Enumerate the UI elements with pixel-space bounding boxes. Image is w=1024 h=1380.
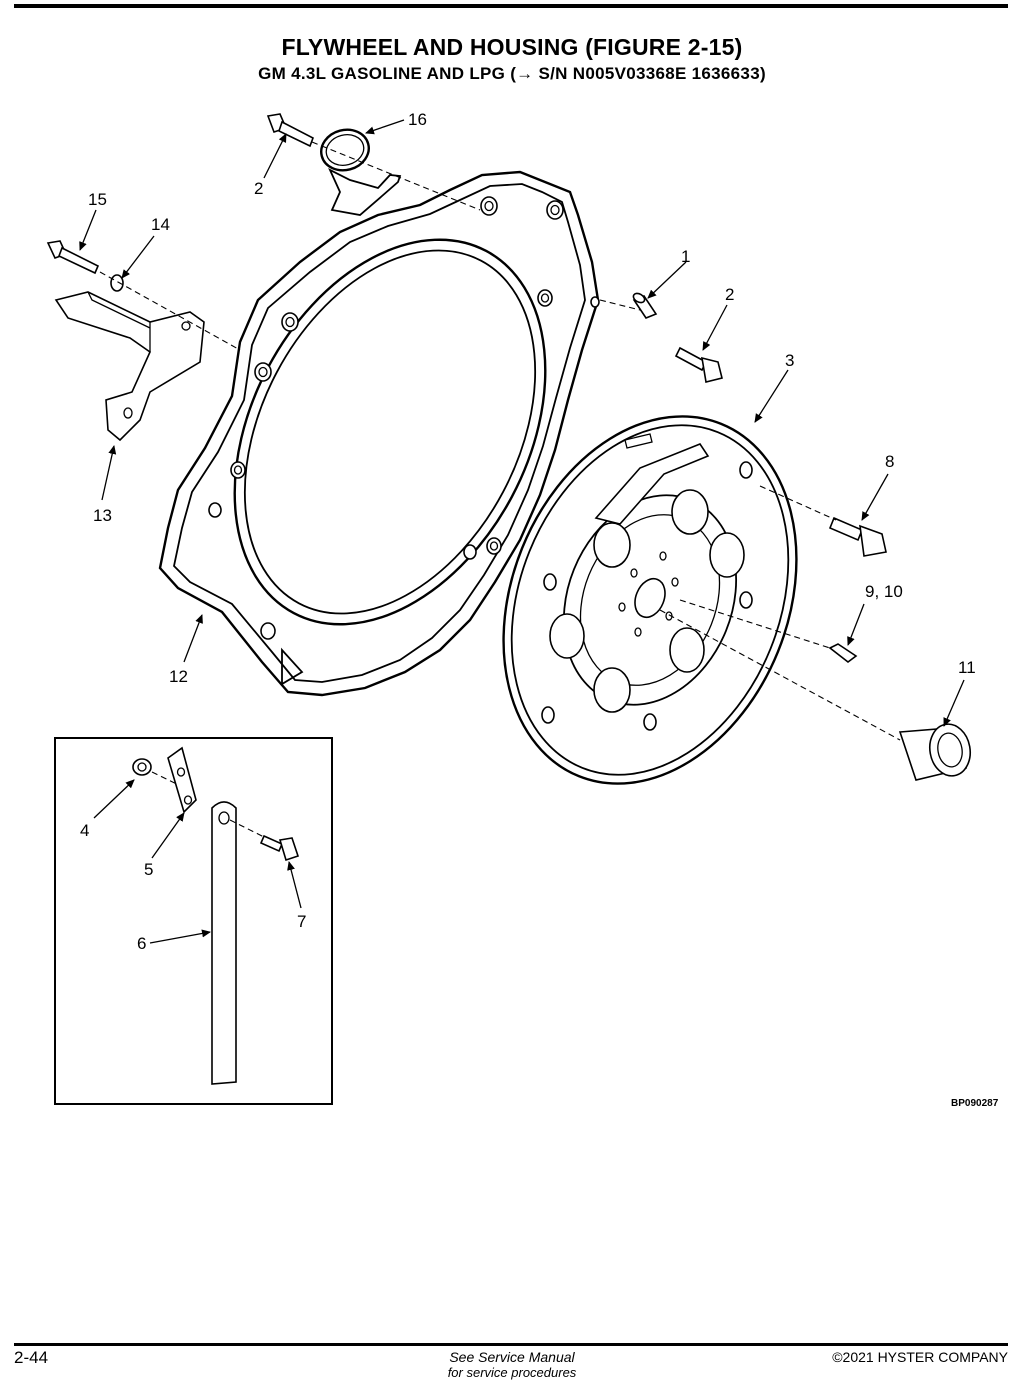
ground-strap-6 <box>211 801 237 1085</box>
page-title: FLYWHEEL AND HOUSING (FIGURE 2-15) <box>281 34 743 60</box>
bolt-15 <box>46 240 100 275</box>
callout-3: 3 <box>785 351 795 370</box>
callout-5: 5 <box>144 860 154 879</box>
nut-4 <box>132 758 152 776</box>
callout-11: 11 <box>958 658 976 677</box>
callout-7: 7 <box>297 912 307 931</box>
detail-inset-box <box>54 737 333 1105</box>
dipstick-tube-bracket-16 <box>320 128 402 216</box>
bolt-2-top <box>266 113 314 148</box>
callout-4: 4 <box>80 821 90 840</box>
flywheel-housing <box>158 170 600 697</box>
washer-14 <box>110 274 124 292</box>
page-subtitle: GM 4.3L GASOLINE AND LPG (→ S/N N005V033… <box>258 64 766 83</box>
callout-8: 8 <box>885 452 895 471</box>
mounting-bracket <box>54 291 205 442</box>
callout-2-top: 2 <box>254 179 264 198</box>
top-rule <box>14 4 1008 8</box>
callout-12: 12 <box>169 667 188 686</box>
callout-13: 13 <box>93 506 112 525</box>
callout-6: 6 <box>137 934 147 953</box>
bottom-rule <box>14 1343 1008 1346</box>
footer-note-cut: for service procedures <box>447 1365 577 1380</box>
copyright: ©2021 HYSTER COMPANY <box>832 1349 1008 1365</box>
dowel-pin-1 <box>632 292 658 319</box>
page-number: 2-44 <box>14 1348 49 1367</box>
callout-14: 14 <box>151 215 170 234</box>
figure-id: BP090287 <box>951 1098 999 1109</box>
flexplate <box>502 415 798 785</box>
pilot-sleeve-11 <box>898 723 972 781</box>
callout-2-right: 2 <box>725 285 735 304</box>
bolt-8 <box>828 516 887 557</box>
bolt-7 <box>259 834 300 862</box>
callout-9-10: 9, 10 <box>865 582 903 601</box>
bolt-2-right <box>674 346 723 383</box>
clip-5 <box>167 746 197 814</box>
callout-16: 16 <box>408 110 427 129</box>
callout-1: 1 <box>681 247 691 266</box>
leader-arrows <box>79 119 965 944</box>
callout-15: 15 <box>88 190 107 209</box>
spacer-9-10 <box>828 643 858 664</box>
footer-note: See Service Manual <box>449 1349 575 1365</box>
